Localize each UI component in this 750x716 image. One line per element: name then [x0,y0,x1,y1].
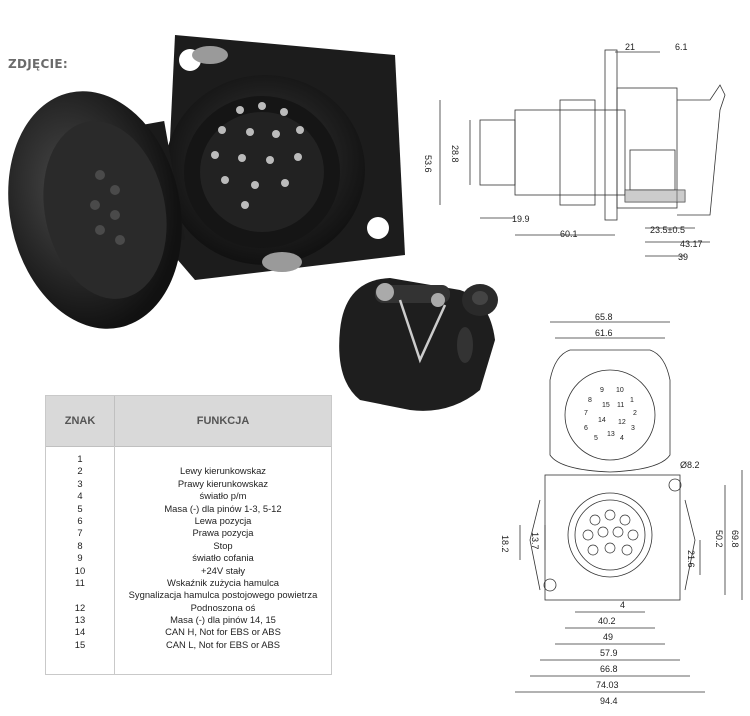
table-row: 6 Lewa pozycja [46,515,331,527]
photo-heading: ZDJĘCIE: [8,57,68,71]
dim-8-2: Ø8.2 [680,460,700,470]
table-header: ZNAK FUNKCJA [46,396,331,447]
dim-65-8: 65.8 [595,312,613,322]
dim-74-03: 74.03 [596,680,619,690]
pin-function: Stop [213,539,233,551]
pin-function: Wskaźnik zużycia hamulca [166,576,279,588]
pin-function: Podnoszona oś [190,601,256,613]
pin-6: 6 [584,425,588,432]
pin-11: 11 [617,402,624,409]
dim-50-2: 50.2 [714,530,724,548]
table-row: 10 +24V stały [46,565,331,577]
pin-number: 12 [74,601,86,613]
dim-49: 49 [603,632,613,642]
pin-2: 2 [633,410,637,417]
dim-61-6: 61.6 [595,328,613,338]
dim-23-5: 23.5±0.5 [650,225,685,235]
dim-66-8: 66.8 [600,664,618,674]
column-header-sign: ZNAK [46,396,115,446]
dim-39: 39 [678,252,688,262]
table-row: 7 Prawa pozycja [46,527,331,539]
socket-photo-closed [339,278,498,411]
dim-43-17: 43.17 [680,239,703,249]
pin-function: CAN H, Not for EBS or ABS [165,626,281,638]
pin-function: Sygnalizacja hamulca postojowego powietr… [128,589,318,601]
pin-function: Prawa pozycja [192,527,254,539]
pin-number: 5 [77,502,83,514]
pin-number: 3 [77,477,83,489]
pin-function: Masa (-) dla pinów 14, 15 [170,614,276,626]
pin-number: 11 [75,576,85,588]
pin-4: 4 [620,435,624,442]
dim-60-1: 60.1 [560,229,578,239]
dim-19-9: 19.9 [512,214,530,224]
table-row: 15 CAN L, Not for EBS or ABS [46,639,331,651]
pin-number: 10 [74,564,86,576]
dim-21-6: 21.6 [686,550,696,568]
table-row: 3 Prawy kierunkowskaz [46,478,331,490]
pin-number: 15 [74,638,86,650]
pin-number: 8 [77,539,83,551]
table-row: 9 światło cofania [46,552,331,564]
column-header-function: FUNKCJA [196,415,250,427]
table-row: 5 Masa (-) dla pinów 1-3, 5-12 [46,503,331,515]
pin-number: 13 [74,614,86,626]
table-row: Sygnalizacja hamulca postojowego powietr… [46,589,331,601]
dim-6-1: 6.1 [675,42,688,52]
table-row: 8 Stop [46,540,331,552]
pin-1: 1 [630,397,634,404]
pin-function: światło cofania [192,552,254,564]
dim-53-6: 53.6 [423,155,433,173]
pin-10: 10 [616,387,624,394]
pin-function: +24V stały [200,564,246,576]
pin-9: 9 [600,387,604,394]
pin-12: 12 [618,419,626,426]
pin-number: 6 [77,514,83,526]
pin-function: Prawy kierunkowskaz [177,477,269,489]
pin-function: CAN L, Not for EBS or ABS [165,638,281,650]
pin-3: 3 [631,425,635,432]
pin-number: 9 [77,552,83,564]
pin-15: 15 [602,402,610,409]
side-view-drawing: 21 6.1 53.6 28.8 19.9 60.1 23.5±0.5 43.1… [423,42,726,262]
pin-number: 2 [77,465,83,477]
table-row: 1 [46,453,331,465]
dim-21: 21 [625,42,635,52]
table-row: 12 Podnoszona oś [46,602,331,614]
pin-14: 14 [598,417,606,424]
dim-13-7: 13.7 [530,532,540,550]
table-row: 14 CAN H, Not for EBS or ABS [46,626,331,638]
pin-function: Lewa pozycja [194,514,252,526]
pin-function: światło p/m [199,490,247,502]
pin-8: 8 [588,397,592,404]
table-row: 4 światło p/m [46,490,331,502]
pin-number: 1 [77,453,83,464]
dim-4: 4 [620,600,625,610]
dim-28-8: 28.8 [450,145,460,163]
dim-57-9: 57.9 [600,648,618,658]
pin-function: Masa (-) dla pinów 1-3, 5-12 [164,502,282,514]
pin-13: 13 [607,431,615,438]
table-row: 13 Masa (-) dla pinów 14, 15 [46,614,331,626]
socket-photo [8,35,405,329]
pin-7: 7 [584,410,588,417]
table-row: 11 Wskaźnik zużycia hamulca [46,577,331,589]
dim-94-4: 94.4 [600,696,618,706]
pin-number: 14 [74,626,86,638]
table-row: 2 Lewy kierunkowskaz [46,465,331,477]
pin-5: 5 [594,435,598,442]
pin-number: 4 [77,490,83,502]
dim-69-8: 69.8 [730,530,740,548]
dim-40-2: 40.2 [598,616,616,626]
pin-function: Lewy kierunkowskaz [180,465,266,477]
dim-18-2: 18.2 [500,535,510,553]
pin-number: 7 [77,527,83,539]
front-view-drawing: 9 10 8 15 11 1 7 14 2 6 12 3 5 13 4 65.8… [500,312,743,706]
